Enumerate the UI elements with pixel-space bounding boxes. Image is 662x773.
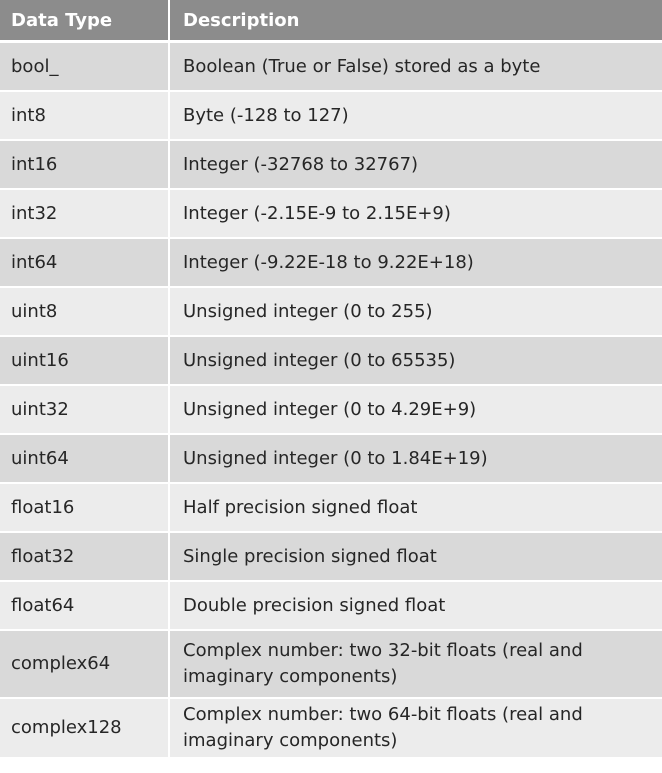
description-cell: Unsigned integer (0 to 255): [168, 287, 662, 337]
table-row: complex128 Complex number: two 64-bit fl…: [0, 698, 662, 759]
description-cell: Integer (-9.22E-18 to 9.22E+18): [168, 238, 662, 288]
data-type-cell: bool_: [0, 41, 169, 92]
data-type-cell: complex128: [0, 698, 169, 759]
description-cell: Integer (-32768 to 32767): [168, 140, 662, 190]
table-row: bool_ Boolean (True or False) stored as …: [0, 41, 662, 92]
description-cell: Byte (-128 to 127): [168, 91, 662, 141]
description-cell: Half precision signed float: [168, 483, 662, 533]
data-type-cell: float64: [0, 581, 169, 631]
table-row: int8 Byte (-128 to 127): [0, 91, 662, 141]
description-cell: Complex number: two 32-bit floats (real …: [168, 630, 662, 699]
table-row: int32 Integer (-2.15E-9 to 2.15E+9): [0, 189, 662, 239]
data-type-cell: uint16: [0, 336, 169, 386]
table-body: bool_ Boolean (True or False) stored as …: [0, 41, 662, 759]
data-type-cell: int64: [0, 238, 169, 288]
description-cell: Unsigned integer (0 to 65535): [168, 336, 662, 386]
table-row: int64 Integer (-9.22E-18 to 9.22E+18): [0, 238, 662, 288]
table-row: float16 Half precision signed float: [0, 483, 662, 533]
table-row: complex64 Complex number: two 32-bit flo…: [0, 630, 662, 699]
data-type-cell: uint64: [0, 434, 169, 484]
description-cell: Single precision signed float: [168, 532, 662, 582]
data-type-cell: float16: [0, 483, 169, 533]
description-cell: Boolean (True or False) stored as a byte: [168, 41, 662, 92]
table-row: uint8 Unsigned integer (0 to 255): [0, 287, 662, 337]
table-row: int16 Integer (-32768 to 32767): [0, 140, 662, 190]
data-type-cell: int16: [0, 140, 169, 190]
data-type-cell: float32: [0, 532, 169, 582]
column-header-description: Description: [168, 0, 662, 43]
table-header: Data Type Description: [0, 0, 662, 43]
description-cell: Unsigned integer (0 to 4.29E+9): [168, 385, 662, 435]
header-row: Data Type Description: [0, 0, 662, 43]
data-type-cell: int8: [0, 91, 169, 141]
data-type-cell: int32: [0, 189, 169, 239]
description-cell: Complex number: two 64-bit floats (real …: [168, 698, 662, 759]
column-header-data-type: Data Type: [0, 0, 169, 43]
data-type-cell: uint8: [0, 287, 169, 337]
data-type-cell: uint32: [0, 385, 169, 435]
table-row: float32 Single precision signed float: [0, 532, 662, 582]
description-cell: Double precision signed float: [168, 581, 662, 631]
data-type-cell: complex64: [0, 630, 169, 699]
table-row: uint32 Unsigned integer (0 to 4.29E+9): [0, 385, 662, 435]
table-row: uint16 Unsigned integer (0 to 65535): [0, 336, 662, 386]
table-row: uint64 Unsigned integer (0 to 1.84E+19): [0, 434, 662, 484]
table-row: float64 Double precision signed float: [0, 581, 662, 631]
description-cell: Integer (-2.15E-9 to 2.15E+9): [168, 189, 662, 239]
description-cell: Unsigned integer (0 to 1.84E+19): [168, 434, 662, 484]
